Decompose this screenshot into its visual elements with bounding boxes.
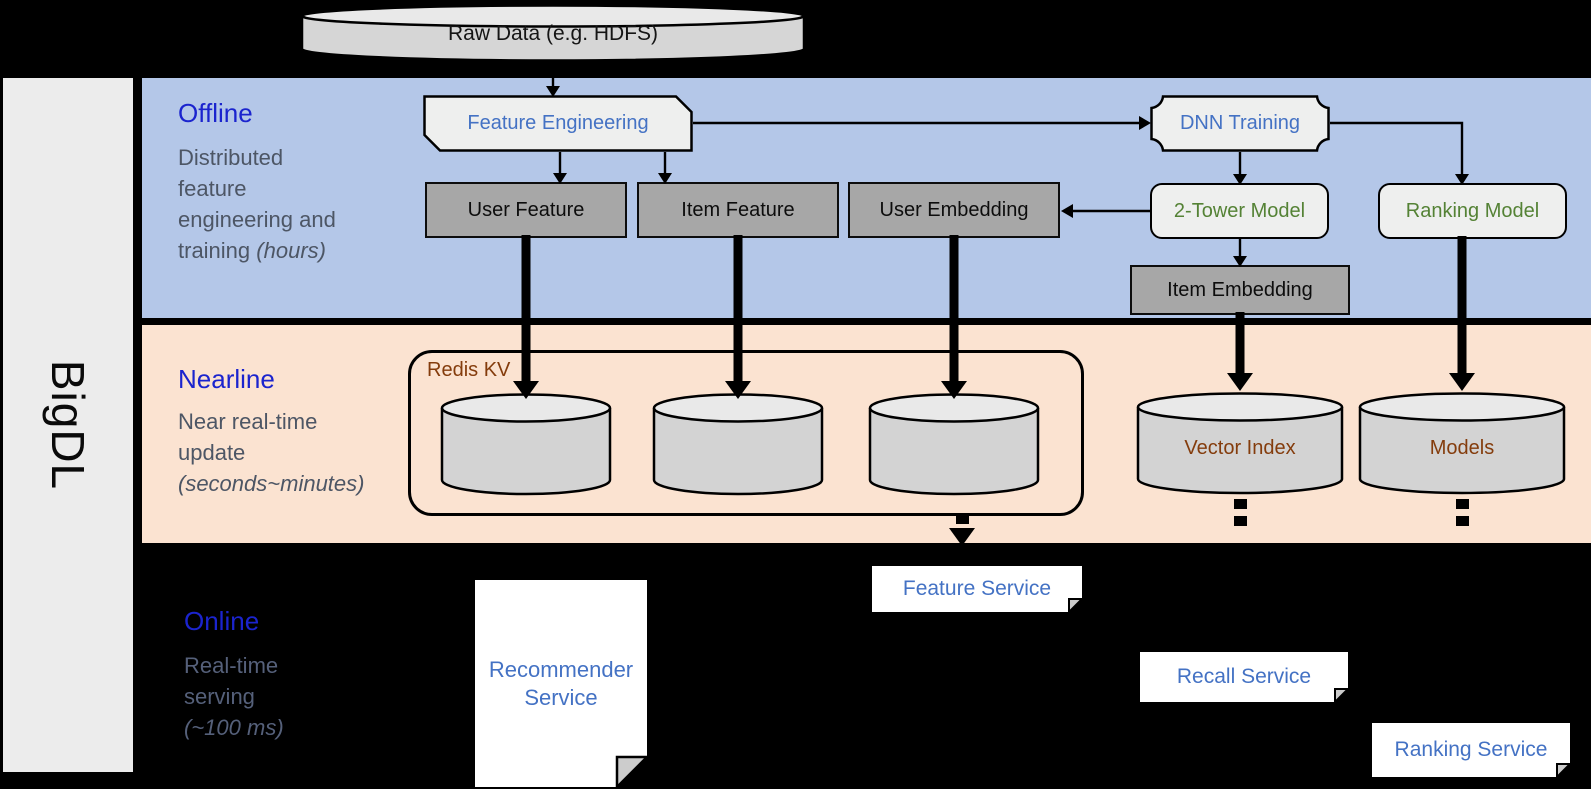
nearline-band [142, 325, 1591, 543]
feature-engineering-label: Feature Engineering [467, 112, 649, 134]
item-embedding-label: Item Embedding [1167, 278, 1313, 301]
item-embedding-node: Item Embedding [1130, 265, 1350, 315]
feature-engineering-node: Feature Engineering [423, 95, 693, 152]
document-shape [1372, 723, 1570, 777]
bigdl-label: BigDL [42, 359, 95, 491]
redis-cylinder-1 [440, 392, 612, 496]
dnn-training-node: DNN Training [1150, 95, 1330, 152]
online-desc: Real-time serving (~100 ms) [184, 650, 404, 743]
dnn-training-label: DNN Training [1179, 112, 1301, 134]
offline-desc-italic: (hours) [256, 238, 326, 263]
recall-service-label: Recall Service [1176, 665, 1312, 688]
cylinder-shape [652, 393, 824, 496]
nearline-desc: Near real-time update (seconds~minutes) [178, 406, 438, 499]
cylinder-shape [1358, 392, 1566, 495]
card-shape [423, 95, 693, 152]
ranking-model-node: Ranking Model [1378, 183, 1567, 239]
item-feature-node: Item Feature [637, 182, 839, 238]
document-shape [475, 580, 647, 787]
online-desc-text: Real-time serving [184, 653, 279, 709]
bigdl-sidebar: BigDL [3, 78, 133, 772]
online-title: Online [184, 606, 260, 636]
user-feature-label: User Feature [467, 198, 585, 221]
recommender-service-label: Recommender Service [488, 656, 634, 710]
item-feature-label: Item Feature [681, 198, 795, 221]
document-shape [1140, 652, 1348, 702]
redis-cylinder-2 [652, 392, 824, 496]
redis-kv-label: Redis KV [427, 359, 511, 381]
ranking-service-doc: Ranking Service [1372, 723, 1570, 777]
nearline-desc-text: Near real-time update [178, 409, 318, 465]
user-embedding-node: User Embedding [848, 182, 1060, 238]
redis-kv-group: Redis KV [408, 350, 1084, 516]
user-embedding-label: User Embedding [879, 198, 1029, 221]
models-cylinder: Models [1358, 392, 1566, 495]
ranking-service-label: Ranking Service [1394, 738, 1548, 761]
document-shape [872, 566, 1082, 612]
ranking-model-label: Ranking Model [1405, 199, 1540, 222]
cylinder-shape [300, 4, 806, 62]
plaque-shape [1150, 95, 1330, 152]
offline-desc-text: Distributed feature engineering and trai… [178, 145, 336, 263]
vector-index-label: Vector Index [1184, 437, 1296, 459]
cylinder-shape [440, 393, 612, 496]
raw-data-label: Raw Data (e.g. HDFS) [447, 22, 659, 45]
vector-index-cylinder: Vector Index [1136, 392, 1344, 495]
nearline-title: Nearline [178, 364, 275, 394]
redis-cylinder-3 [868, 392, 1040, 496]
recommender-service-doc: Recommender Service [475, 580, 647, 787]
feature-service-label: Feature Service [902, 577, 1052, 600]
offline-desc: Distributed feature engineering and trai… [178, 142, 428, 266]
models-label: Models [1429, 437, 1495, 459]
recall-service-doc: Recall Service [1140, 652, 1348, 702]
cylinder-shape [1136, 392, 1344, 495]
feature-service-doc: Feature Service [872, 566, 1082, 612]
user-feature-node: User Feature [425, 182, 627, 238]
nearline-desc-italic: (seconds~minutes) [178, 471, 365, 496]
two-tower-model-node: 2-Tower Model [1150, 183, 1329, 239]
offline-title: Offline [178, 98, 253, 128]
two-tower-model-label: 2-Tower Model [1173, 199, 1306, 222]
cylinder-shape [868, 393, 1040, 496]
online-desc-italic: (~100 ms) [184, 715, 284, 740]
raw-data-cylinder: Raw Data (e.g. HDFS) [300, 4, 806, 62]
